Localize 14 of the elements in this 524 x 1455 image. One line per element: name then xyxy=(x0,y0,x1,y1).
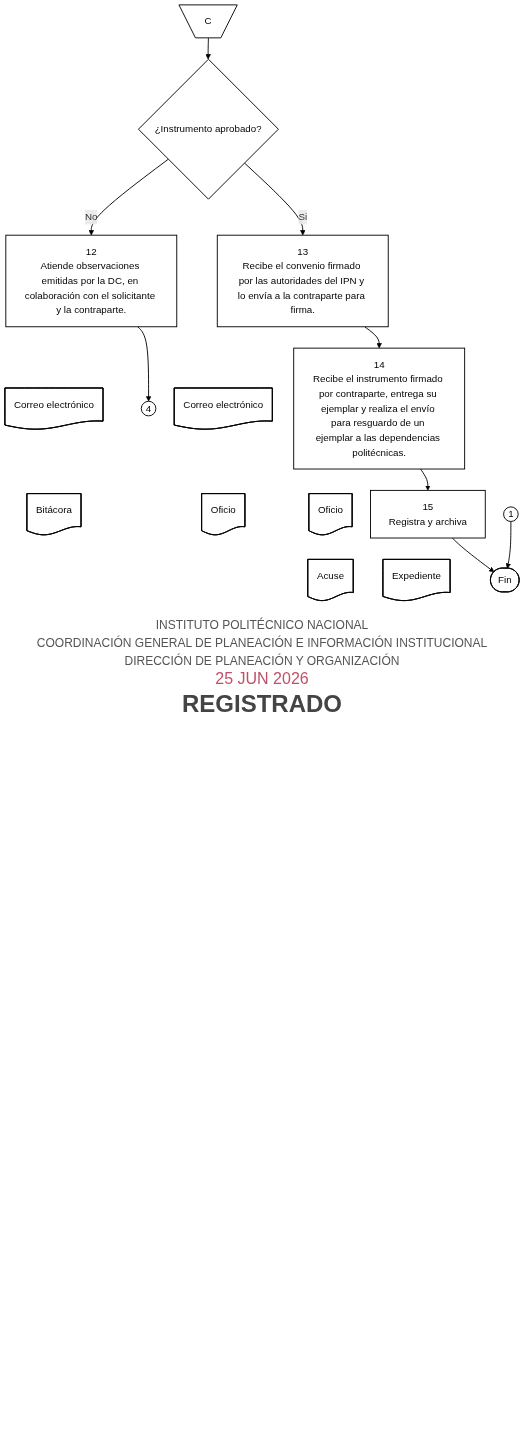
node-box: 13 Recibe el convenio firmado por las autoridades del IPN y lo envía a la contraparte para firma. xyxy=(216,234,389,328)
edge-label: Si xyxy=(298,211,308,223)
node-circle: 4 xyxy=(140,400,157,417)
stamp-text: 25 JUN 2026 xyxy=(215,670,309,689)
node-diamond: ¿Instrumento aprobado? xyxy=(138,58,279,200)
stamp-text: REGISTRADO xyxy=(182,690,342,719)
stamp-text: INSTITUTO POLITÉCNICO NACIONAL xyxy=(155,618,369,633)
stamp-text: DIRECCIÓN DE PLANEACIÓN Y ORGANIZACIÓN xyxy=(124,654,400,669)
edge-label: No xyxy=(85,211,98,223)
stamp-text: COORDINACIÓN GENERAL DE PLANEACIÓN E INFORMACIÓN INSTITUCIONAL xyxy=(36,636,488,651)
node-circle: 1 xyxy=(503,506,519,522)
node-box: 15 Registra y archiva xyxy=(370,489,486,539)
node-box: 14 Recibe el instrumento firmado por contraparte, entrega su ejemplar y realiza el envío para resguardo de un ejemplar a las dependencias politécnicas. xyxy=(293,347,466,470)
node-box: 12 Atiende observaciones emitidas por la DC, en colaboración con el solicitante y la contraparte. xyxy=(5,234,178,328)
